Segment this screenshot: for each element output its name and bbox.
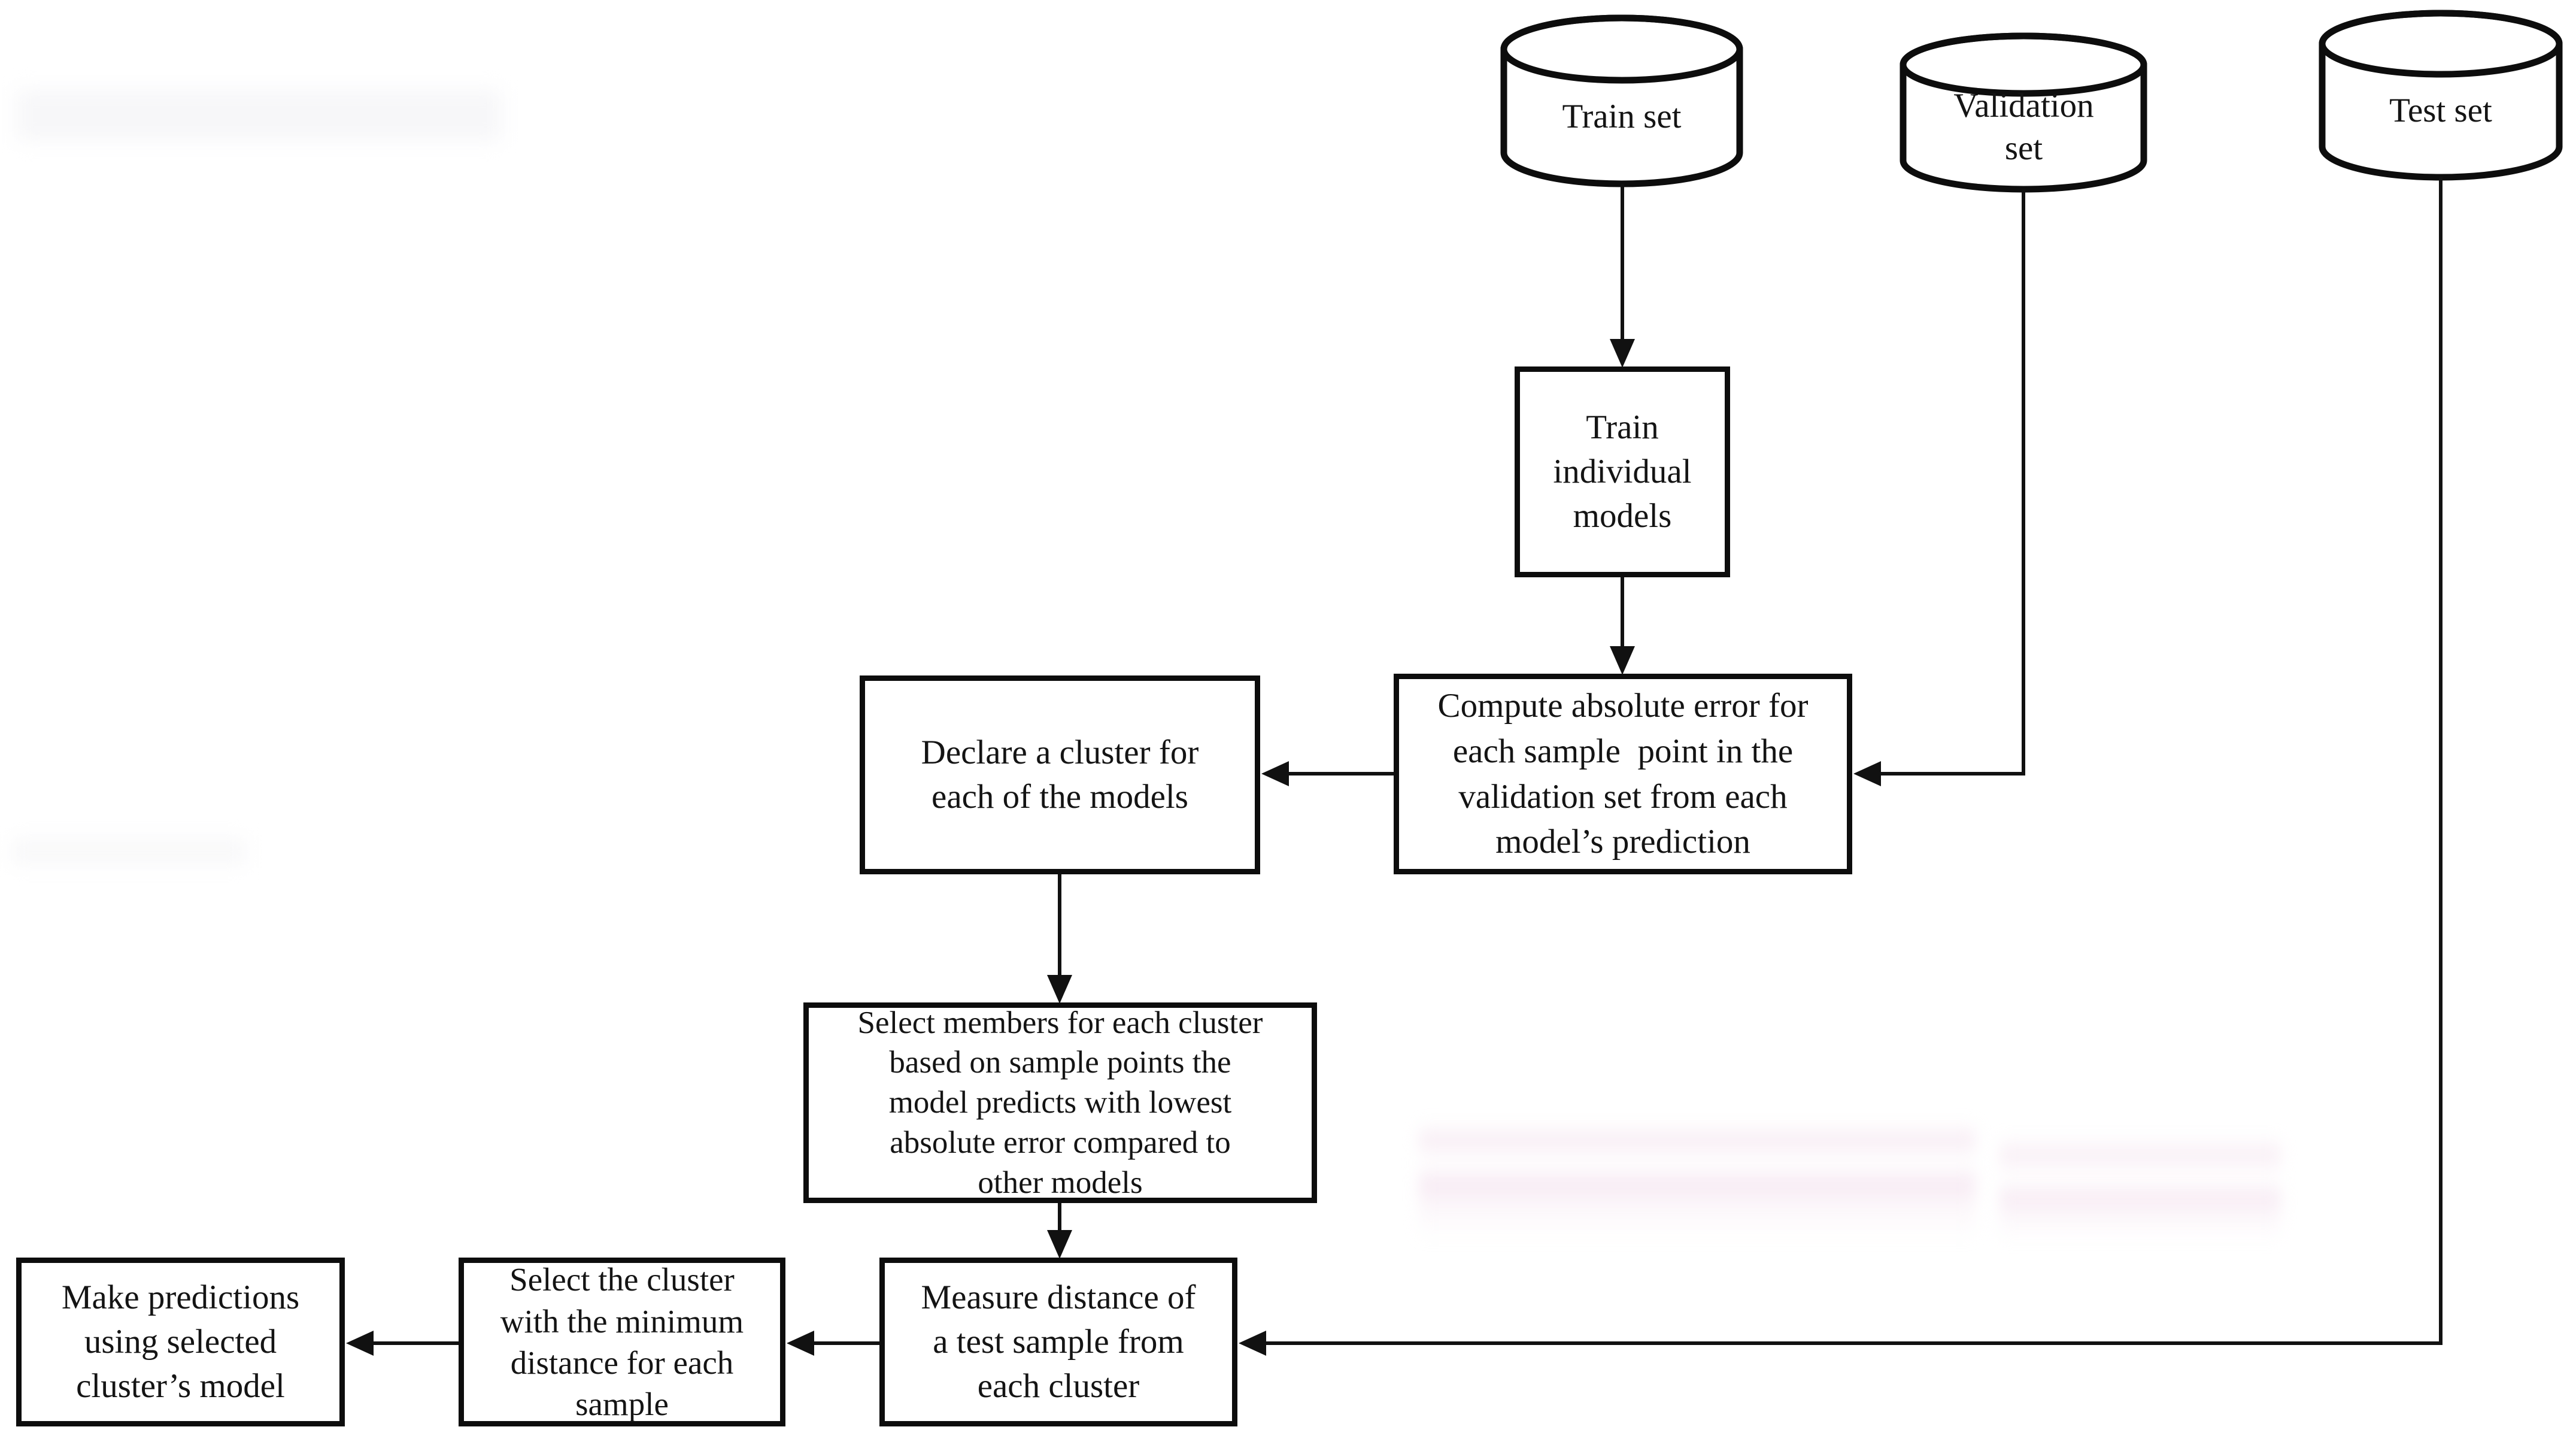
flow-box-select-members: Select members for each cluster based on… bbox=[803, 1002, 1317, 1203]
flow-box-select-cluster: Select the cluster with the minimum dist… bbox=[459, 1258, 785, 1426]
arrowhead-down-trainmodels bbox=[1610, 339, 1635, 368]
arrowhead-down-measure bbox=[1047, 1230, 1072, 1259]
connector-testset-to-measure bbox=[1265, 177, 2443, 1345]
flow-box-make-predictions: Make predictions using selected cluster’… bbox=[16, 1258, 345, 1426]
arrowhead-left-makepredictions bbox=[346, 1331, 374, 1356]
arrowhead-down-selectmembers bbox=[1047, 975, 1072, 1004]
arrowhead-down-compute bbox=[1610, 646, 1635, 675]
arrowhead-left-compute bbox=[1853, 761, 1881, 786]
datastore-train-set-label: Train set bbox=[1562, 97, 1682, 135]
datastore-validation-set-label: Validation set bbox=[1953, 86, 2094, 167]
flow-box-compute-absolute-error: Compute absolute error for each sample p… bbox=[1394, 674, 1852, 874]
arrowhead-left-declare bbox=[1261, 761, 1289, 786]
train-set-cylinder-rim bbox=[1500, 14, 1743, 84]
validation-set-cylinder-rim bbox=[1900, 32, 2147, 97]
arrowhead-left-measure bbox=[1239, 1331, 1266, 1356]
flow-box-train-individual-models: Train individual models bbox=[1515, 366, 1730, 577]
flow-box-declare-cluster: Declare a cluster for each of the models bbox=[860, 675, 1260, 874]
connector-validation-to-compute bbox=[1880, 189, 2025, 776]
datastore-test-set-label: Test set bbox=[2389, 92, 2492, 130]
arrowhead-left-selectcluster bbox=[787, 1331, 814, 1356]
test-set-cylinder-rim bbox=[2319, 10, 2563, 78]
flow-box-measure-distance: Measure distance of a test sample from e… bbox=[879, 1258, 1237, 1426]
